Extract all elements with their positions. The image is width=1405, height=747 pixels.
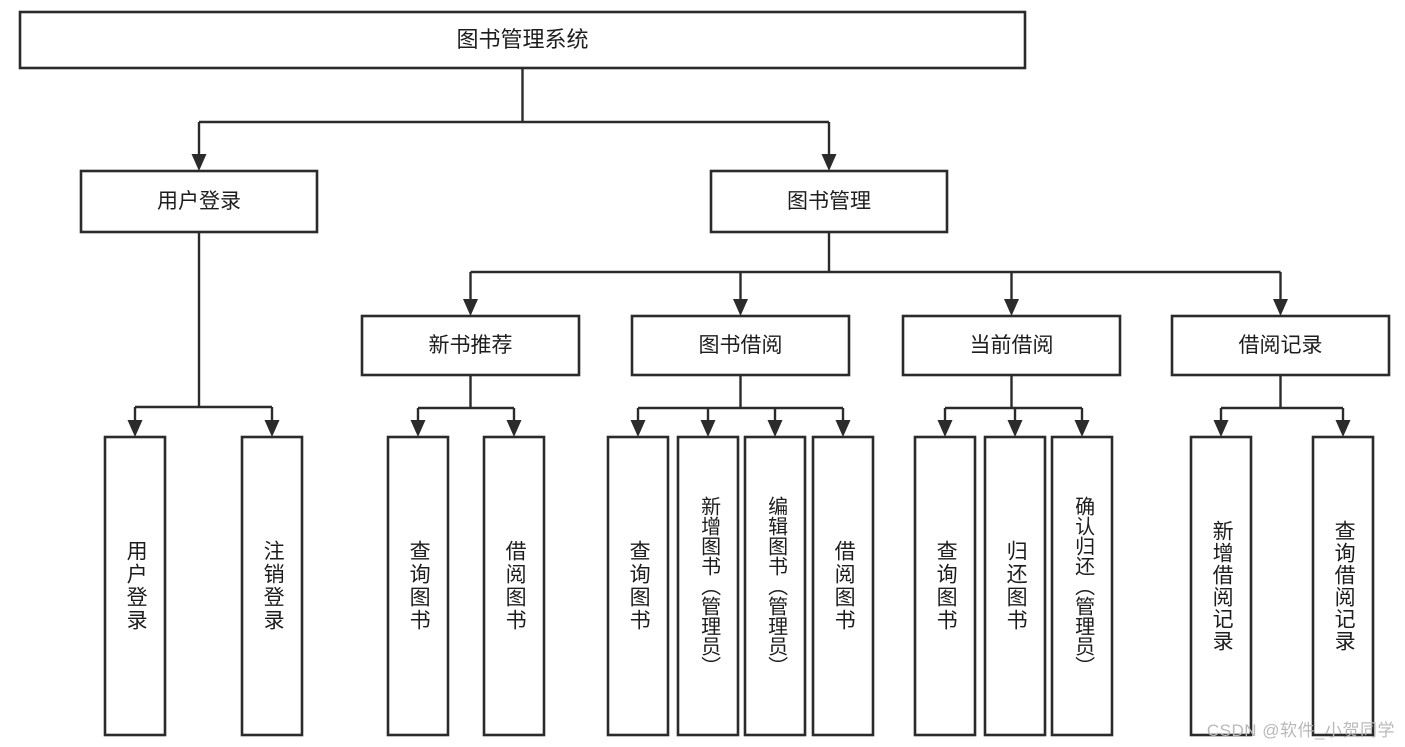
arrow-head [835,420,851,437]
node-label-book-manage: 图书管理 [787,190,871,213]
node-box-borrow-record[interactable] [1170,314,1391,377]
arrow-head [1007,420,1023,437]
arrow-head [191,154,207,171]
node-label-current-borrow: 当前借阅 [970,334,1054,357]
edges-layer [127,68,1351,437]
node-box-new-book-rec[interactable] [360,314,581,377]
node-box-leaf-borrow-book-1[interactable] [482,435,546,737]
arrow-head [463,299,478,316]
node-box-book-manage[interactable] [709,169,949,234]
node-box-leaf-borrow-book-2[interactable] [811,435,875,737]
node-box-leaf-query-record[interactable] [1311,435,1375,737]
arrow-head [1074,420,1090,437]
arrow-head [700,420,716,437]
arrow-head [1213,420,1229,437]
node-box-current-borrow[interactable] [901,314,1122,377]
node-box-book-borrow[interactable] [630,314,851,377]
node-box-leaf-confirm-return[interactable] [1050,435,1114,737]
node-box-leaf-user-login[interactable] [103,435,167,737]
node-box-root[interactable] [18,10,1027,70]
node-box-leaf-add-record[interactable] [1189,435,1253,737]
arrow-head [264,420,280,437]
node-label-new-book-rec: 新书推荐 [429,334,513,357]
edge-group-new-book-rec [410,375,522,437]
edge-group-current-borrow [937,375,1090,437]
node-label-user-login: 用户登录 [157,190,241,213]
edge-group-root [191,68,837,171]
arrow-head [1004,299,1019,316]
node-label-root: 图书管理系统 [456,27,588,52]
node-box-leaf-edit-book[interactable] [743,435,807,737]
edge-group-book-manage [463,232,1288,316]
edge-group-book-borrow [630,375,851,437]
arrow-head [937,420,953,437]
arrow-head [1273,299,1288,316]
arrow-head [767,420,783,437]
node-box-leaf-logout[interactable] [240,435,304,737]
node-label-borrow-record: 借阅记录 [1239,334,1323,357]
node-label-book-borrow: 图书借阅 [699,334,783,357]
watermark-text: CSDN @软件_小贺同学 [1206,721,1395,740]
arrow-head [410,420,426,437]
arrow-head [630,420,646,437]
arrow-head [127,420,143,437]
arrow-head [506,420,522,437]
node-box-user-login[interactable] [79,169,319,234]
arrow-head [733,299,748,316]
edge-group-borrow-record [1213,375,1351,437]
node-box-leaf-query-book-3[interactable] [913,435,977,737]
node-box-leaf-query-book-2[interactable] [606,435,670,737]
boxes-layer [18,10,1391,737]
arrow-head [821,154,837,171]
node-box-leaf-add-book[interactable] [676,435,740,737]
arrow-head [1335,420,1351,437]
node-box-leaf-query-book-1[interactable] [386,435,450,737]
edge-group-user-login [127,232,280,437]
node-box-leaf-return-book[interactable] [983,435,1047,737]
